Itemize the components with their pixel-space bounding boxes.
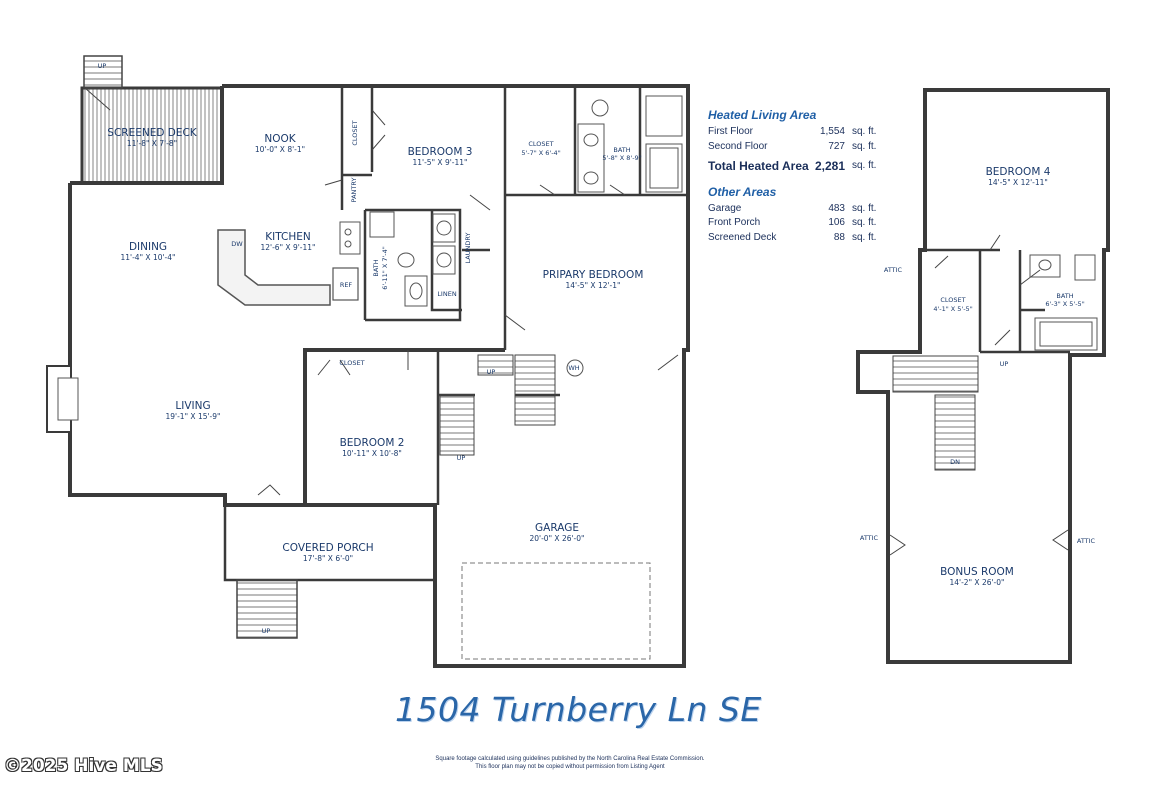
deck-area-unit: sq. ft. bbox=[852, 232, 877, 243]
deck-steps bbox=[83, 55, 123, 89]
bedroom2-dim: 10'-11" X 10'-8" bbox=[342, 449, 402, 458]
porch-area-unit: sq. ft. bbox=[852, 217, 877, 228]
note-line-1: Square footage calculated using guidelin… bbox=[435, 756, 705, 762]
first-floor-unit: sq. ft. bbox=[852, 126, 877, 137]
linen-tag: LINEN bbox=[437, 290, 457, 298]
bath-a-label: BATH bbox=[613, 146, 630, 154]
up-tag-5: UP bbox=[1000, 360, 1009, 368]
second-floor-label: Second Floor bbox=[708, 141, 768, 152]
garage-door bbox=[461, 562, 651, 660]
nook-label: NOOK bbox=[264, 133, 296, 145]
bedroom4-dim: 14'-5" X 12'-11" bbox=[988, 178, 1048, 187]
deck-area-label: Screened Deck bbox=[708, 232, 777, 243]
other-heading: Other Areas bbox=[708, 185, 777, 199]
bedroom3-label: BEDROOM 3 bbox=[408, 146, 473, 158]
bath-small-dim: 6'-11" X 7'-4" bbox=[381, 246, 389, 290]
porch-dim: 17'-8" X 6'-0" bbox=[303, 554, 353, 563]
second-floor-unit: sq. ft. bbox=[852, 141, 877, 152]
garage-area-unit: sq. ft. bbox=[852, 203, 877, 214]
dw-tag: DW bbox=[231, 240, 243, 248]
screened-deck-label: SCREENED DECK bbox=[107, 127, 198, 139]
stove bbox=[339, 221, 361, 255]
copyright-watermark: ©2025 Hive MLS bbox=[4, 756, 163, 776]
heated-heading: Heated Living Area bbox=[708, 108, 817, 122]
ref-tag: REF bbox=[340, 281, 353, 289]
up-tag-4: UP bbox=[262, 627, 271, 635]
nook-dim: 10'-0" X 8'-1" bbox=[255, 145, 305, 154]
porch-area-value: 106 bbox=[828, 217, 845, 228]
disclaimer-notes: Square footage calculated using guidelin… bbox=[390, 755, 750, 771]
bedroom2-label: BEDROOM 2 bbox=[340, 437, 405, 449]
attic-tag-1: ATTIC bbox=[884, 266, 903, 274]
up-tag-1: UP bbox=[98, 62, 107, 70]
garage-area-value: 483 bbox=[828, 203, 845, 214]
closet-a-dim: 5'-7" X 6'-4" bbox=[521, 149, 560, 157]
screened-deck-area bbox=[80, 86, 224, 185]
main-stairs bbox=[439, 394, 475, 456]
pantry-tag: PANTRY bbox=[350, 178, 358, 203]
dining-dim: 11'-4" X 10'-4" bbox=[121, 253, 176, 262]
deck-area-value: 88 bbox=[833, 232, 845, 243]
porch-area-label: Front Porch bbox=[708, 217, 761, 228]
bedroom3-dim: 11'-5" X 9'-11" bbox=[413, 158, 468, 167]
bonus-room-label: BONUS ROOM bbox=[940, 566, 1014, 578]
first-floor-label: First Floor bbox=[708, 126, 753, 137]
garage-dim: 20'-0" X 26'-0" bbox=[530, 534, 585, 543]
garage-area-label: Garage bbox=[708, 203, 742, 214]
porch-steps bbox=[236, 579, 298, 639]
laundry-tag: LAUNDRY bbox=[464, 233, 472, 264]
primary-bedroom-label: PRIPARY BEDROOM bbox=[543, 269, 644, 281]
kitchen-dim: 12'-6" X 9'-11" bbox=[261, 243, 316, 252]
closet-tag-2: CLOSET bbox=[339, 359, 364, 367]
porch-label: COVERED PORCH bbox=[282, 542, 373, 554]
screened-deck-dim: 11'-8" X 7'-8" bbox=[127, 139, 177, 148]
bath-small-label: BATH bbox=[372, 259, 380, 276]
up-tag-3: UP bbox=[457, 454, 466, 462]
kitchen-label: KITCHEN bbox=[265, 231, 311, 243]
upper-stairs bbox=[934, 394, 976, 471]
closet-b-label: CLOSET bbox=[940, 296, 965, 304]
attic-tag-3: ATTIC bbox=[1077, 537, 1096, 545]
dn-tag: DN bbox=[950, 458, 960, 466]
closet-a-label: CLOSET bbox=[528, 140, 553, 148]
living-label: LIVING bbox=[175, 400, 210, 412]
first-floor bbox=[46, 55, 690, 668]
bath-b-label: BATH bbox=[1056, 292, 1073, 300]
refrigerator bbox=[332, 267, 359, 301]
first-floor-value: 1,554 bbox=[819, 126, 845, 137]
total-heated-value: 2,281 bbox=[814, 159, 845, 173]
bath-a-dim: 5'-8" X 8'-9" bbox=[602, 154, 641, 162]
property-address: 1504 Turnberry Ln SE bbox=[395, 690, 762, 729]
living-dim: 19'-1" X 15'-9" bbox=[166, 412, 221, 421]
second-floor bbox=[856, 88, 1110, 664]
attic-tag-2: ATTIC bbox=[860, 534, 879, 542]
bedroom4-label: BEDROOM 4 bbox=[986, 166, 1051, 178]
dining-label: DINING bbox=[129, 241, 167, 253]
garage-label: GARAGE bbox=[535, 522, 579, 534]
up-tag-2: UP bbox=[487, 368, 496, 376]
closet-b-dim: 4'-1" X 5'-5" bbox=[933, 305, 972, 313]
bonus-room-dim: 14'-2" X 26'-0" bbox=[950, 578, 1005, 587]
total-heated-label: Total Heated Area bbox=[708, 159, 809, 173]
second-exterior-wall bbox=[856, 88, 1110, 664]
bath-b-dim: 6'-3" X 5'-5" bbox=[1045, 300, 1084, 308]
primary-bedroom-dim: 14'-5" X 12'-1" bbox=[566, 281, 621, 290]
second-floor-value: 727 bbox=[828, 141, 845, 152]
closet-tag-1: CLOSET bbox=[351, 120, 359, 145]
kitchen-counter bbox=[217, 229, 331, 306]
note-line-2: This floor plan may not be copied withou… bbox=[475, 764, 665, 770]
wh-tag: WH bbox=[568, 364, 579, 372]
total-heated-unit: sq. ft. bbox=[852, 160, 877, 171]
